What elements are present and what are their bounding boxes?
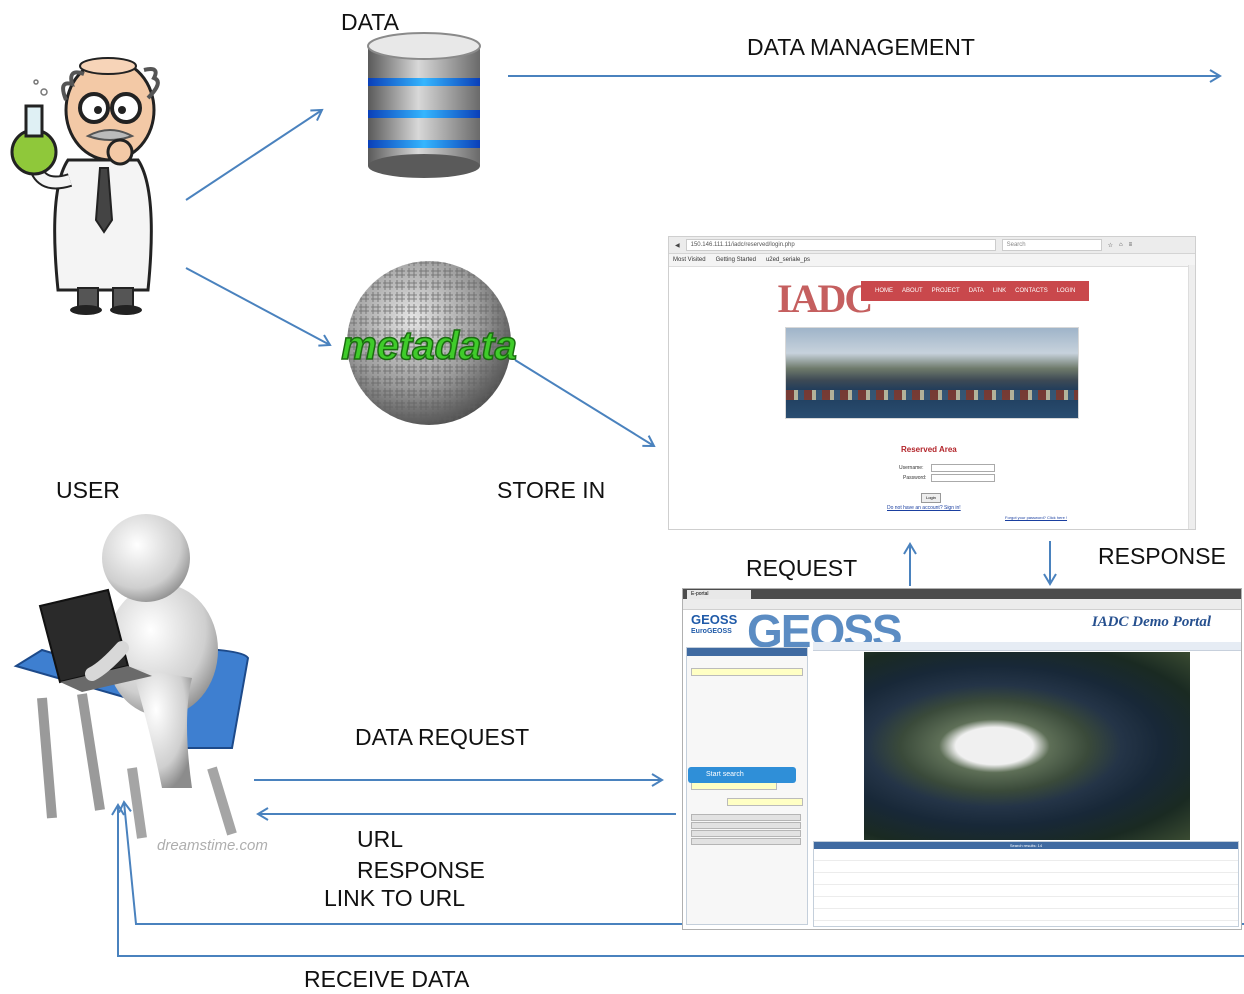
table-row (814, 885, 1238, 897)
watermark-text: dreamstime.com (157, 837, 268, 854)
arrow-store-in (514, 359, 656, 448)
table-row (814, 897, 1238, 909)
browser-tabbar: E-portal (683, 589, 1241, 599)
bookmark-item: Most Visited (673, 257, 706, 263)
username-field (931, 464, 995, 472)
arctic-banner-image (785, 327, 1079, 419)
geoss-logo: GEOSS (691, 612, 738, 627)
user-computer-illustration: dreamstime.com (13, 514, 268, 854)
iadc-demo-portal-screenshot: E-portal GEOSS EuroGEOSS GEOSS IADC Demo… (682, 588, 1242, 930)
nav-login: LOGIN (1056, 288, 1076, 294)
label-request: REQUEST (746, 555, 858, 581)
option-button (691, 822, 801, 829)
nav-contacts: CONTACTS (1015, 288, 1048, 294)
scientist-illustration (10, 57, 160, 315)
metadata-text: metadata (341, 324, 517, 368)
username-label: Username: (899, 465, 924, 471)
iadc-logo: IADC (777, 276, 873, 321)
arctic-map (864, 652, 1190, 840)
portal-header (683, 610, 1241, 642)
menu-icon: ≡ (1128, 242, 1133, 248)
results-table: Search results: 14 (813, 841, 1239, 927)
nav-about: ABOUT (902, 288, 923, 294)
address-bar: 150.146.111.11/iadc/reserved/login.php (685, 239, 996, 251)
browser-tab: E-portal (687, 590, 751, 599)
scrollbar (1188, 265, 1195, 529)
label-data: DATA (341, 9, 399, 35)
database-icon (367, 32, 481, 178)
nav-link: LINK (992, 288, 1007, 294)
label-url: URL (357, 826, 404, 852)
bookmark-item: Getting Started (715, 257, 756, 263)
search-panel (686, 647, 808, 925)
nav-data: DATA (968, 288, 984, 294)
star-icon: ☆ (1107, 242, 1114, 249)
metadata-sphere: metadata (340, 261, 518, 425)
map-toolbar (813, 642, 1241, 651)
table-row (814, 873, 1238, 885)
eurogeoss-logo: EuroGEOSS (691, 628, 732, 635)
signup-link: Do not have an account? Sign in! (887, 505, 961, 511)
option-button (691, 830, 801, 837)
label-user: USER (56, 477, 120, 503)
password-field (931, 474, 995, 482)
arrow-to-data (185, 108, 324, 201)
label-response-top: RESPONSE (1098, 543, 1226, 569)
table-row (814, 861, 1238, 873)
browser-search-field: Search (1001, 239, 1102, 251)
keyword-input (691, 668, 803, 676)
option-button (691, 814, 801, 821)
forgot-password-link: Forgot your password? Click here ! (1005, 515, 1068, 520)
table-row (814, 849, 1238, 861)
bookmarks-bar: Most Visited Getting Started u2ed_serial… (669, 254, 1195, 267)
home-icon: ⌂ (1119, 242, 1123, 248)
nav-project: PROJECT (931, 288, 960, 294)
option-button (691, 838, 801, 845)
portal-address-bar (683, 599, 1241, 610)
site-nav: HOME ABOUT PROJECT DATA LINK CONTACTS LO… (861, 281, 1089, 301)
nav-home: HOME (875, 288, 893, 294)
bookmark-item: u2ed_seriale_ps (765, 257, 810, 263)
browser-toolbar: ◀ 150.146.111.11/iadc/reserved/login.php… (669, 237, 1195, 254)
login-button: Login (921, 493, 941, 503)
label-data-management: DATA MANAGEMENT (747, 34, 975, 60)
results-header: Search results: 14 (814, 842, 1238, 849)
end-date-input (691, 782, 777, 790)
portal-title: IADC Demo Portal (1091, 614, 1211, 630)
iadc-reserved-site-screenshot: ◀ 150.146.111.11/iadc/reserved/login.php… (668, 236, 1196, 530)
label-receive-data: RECEIVE DATA (304, 966, 470, 992)
arrow-to-metadata (185, 267, 332, 347)
results-per-page-select (727, 798, 803, 806)
start-search-button: Start search (688, 767, 796, 783)
table-row (814, 909, 1238, 921)
label-data-request: DATA REQUEST (355, 724, 530, 750)
reserved-area-title: Reserved Area (901, 445, 957, 454)
label-store-in: STORE IN (497, 477, 606, 503)
back-icon: ◀ (675, 242, 680, 249)
password-label: Password: (903, 475, 927, 481)
label-response: RESPONSE (357, 857, 485, 883)
label-link-to-url: LINK TO URL (324, 885, 466, 911)
arrow-receive-data (111, 803, 1244, 957)
